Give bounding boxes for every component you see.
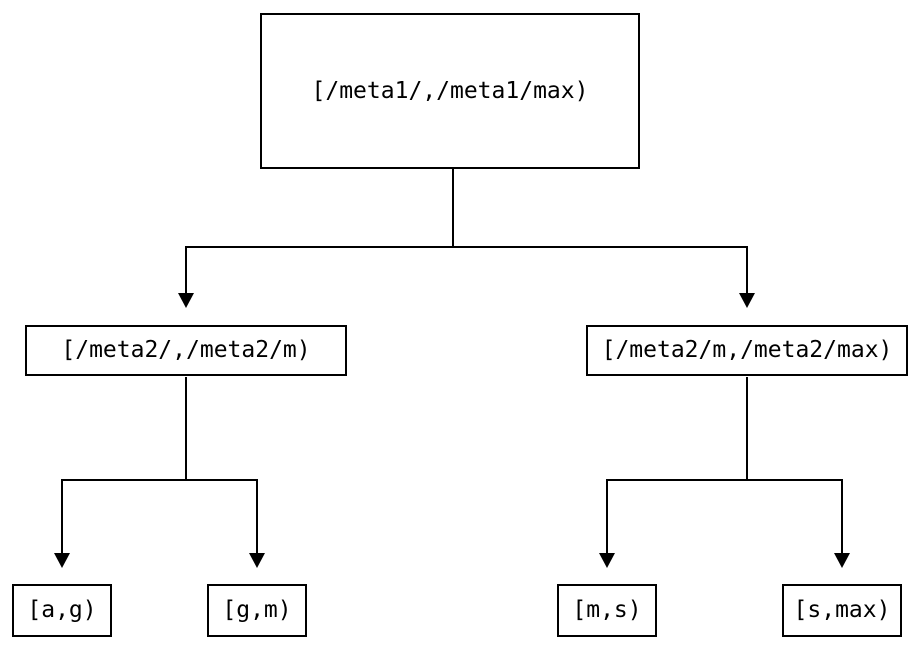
- node-leaf-range-ms: [m,s): [557, 584, 657, 637]
- node-label: [a,g): [27, 597, 97, 623]
- node-label: [m,s): [572, 597, 642, 623]
- arrow-down-icon: [834, 553, 850, 568]
- arrow-down-icon: [249, 553, 265, 568]
- node-meta2-left-range: [/meta2/,/meta2/m): [25, 325, 347, 376]
- node-leaf-range-gm: [g,m): [207, 584, 307, 637]
- arrow-down-icon: [54, 553, 70, 568]
- node-label: [/meta2/,/meta2/m): [61, 337, 311, 363]
- node-meta2-right-range: [/meta2/m,/meta2/max): [586, 325, 908, 376]
- arrow-down-icon: [739, 293, 755, 308]
- node-leaf-range-ag: [a,g): [12, 584, 112, 637]
- node-label: [g,m): [222, 597, 292, 623]
- node-label: [/meta1/,/meta1/max): [311, 77, 589, 104]
- node-leaf-range-smax: [s,max): [782, 584, 902, 637]
- arrow-down-icon: [178, 293, 194, 308]
- node-root-range: [/meta1/,/meta1/max): [260, 13, 640, 169]
- node-label: [/meta2/m,/meta2/max): [601, 337, 893, 363]
- node-label: [s,max): [793, 597, 891, 623]
- arrow-down-icon: [599, 553, 615, 568]
